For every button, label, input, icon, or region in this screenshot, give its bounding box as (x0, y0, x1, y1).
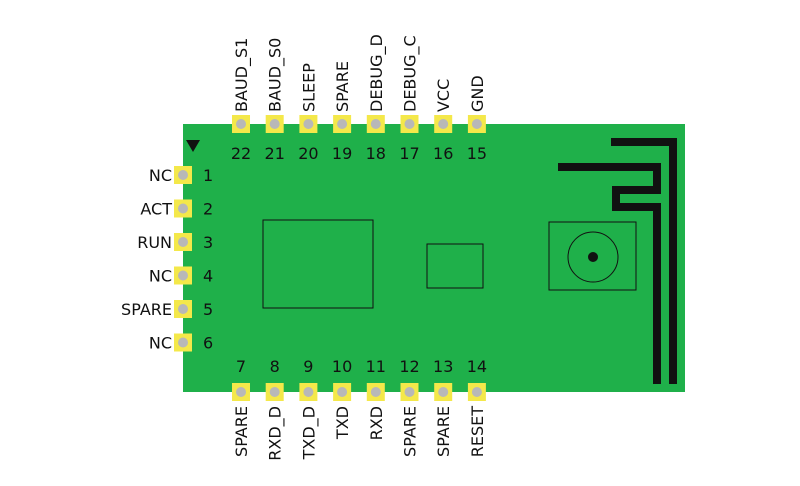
left-pin-6-via (178, 337, 188, 348)
left-pin-3-via (178, 237, 188, 247)
top-pin-label-15: GND (468, 75, 487, 112)
left-pin-4-via (178, 270, 188, 281)
bottom-pin-number-9: 9 (303, 357, 313, 376)
top-pin-number-18: 18 (366, 144, 386, 163)
top-pin-21-via (269, 119, 280, 129)
left-pin-5-via (178, 304, 188, 314)
bottom-pin-8-via (269, 387, 280, 397)
top-pin-number-15: 15 (467, 144, 487, 163)
left-pin-label-3: RUN (137, 233, 172, 252)
bottom-pin-number-11: 11 (366, 357, 386, 376)
top-pin-19-via (337, 119, 348, 129)
crystal-outline (548, 221, 637, 291)
top-pin-number-16: 16 (433, 144, 453, 163)
top-pin-16-via (438, 119, 449, 129)
top-pin-number-20: 20 (298, 144, 318, 163)
left-pin-number-3: 3 (203, 233, 213, 252)
bottom-pin-label-10: TXD (333, 406, 352, 440)
top-pin-number-17: 17 (399, 144, 419, 163)
bottom-pin-9-via (303, 387, 314, 397)
top-pin-number-22: 22 (231, 144, 251, 163)
top-pin-17-via (404, 119, 415, 129)
bottom-pin-13-via (438, 387, 449, 397)
bottom-pin-number-7: 7 (236, 357, 246, 376)
bottom-pin-label-14: RESET (468, 406, 487, 457)
bottom-pin-number-12: 12 (399, 357, 419, 376)
bottom-pin-10-via (337, 387, 348, 397)
bottom-pin-label-7: SPARE (232, 406, 251, 457)
bottom-pin-label-12: SPARE (401, 406, 420, 457)
top-pin-label-19: SPARE (333, 61, 352, 112)
bottom-pin-14-via (471, 387, 482, 397)
bottom-pin-number-10: 10 (332, 357, 352, 376)
antenna-trace (558, 138, 677, 384)
left-pin-number-1: 1 (203, 166, 213, 185)
left-pin-label-5: SPARE (121, 300, 172, 319)
top-pin-18-via (370, 119, 381, 129)
left-pin-1-via (178, 170, 188, 180)
bottom-pin-number-8: 8 (270, 357, 280, 376)
top-pin-label-16: VCC (434, 79, 453, 112)
main-chip-outline (262, 219, 374, 309)
bottom-pin-label-8: RXD_D (266, 406, 286, 461)
left-pin-number-6: 6 (203, 334, 213, 353)
bottom-pin-12-via (404, 387, 415, 397)
top-pin-label-22: BAUD_S1 (232, 38, 252, 112)
bottom-pin-number-13: 13 (433, 357, 453, 376)
top-pin-label-17: DEBUG_C (401, 35, 421, 112)
top-pin-label-18: DEBUG_D (367, 34, 387, 112)
bottom-pin-number-14: 14 (467, 357, 487, 376)
left-pin-label-4: NC (149, 267, 172, 286)
top-pin-15-via (471, 119, 482, 129)
left-pin-number-4: 4 (203, 267, 213, 286)
left-pin-2-via (178, 203, 188, 214)
left-pin-number-2: 2 (203, 200, 213, 219)
left-pin-label-6: NC (149, 334, 172, 353)
bottom-pin-label-13: SPARE (434, 406, 453, 457)
small-chip-outline (426, 243, 484, 289)
top-pin-number-19: 19 (332, 144, 352, 163)
bottom-pin-7-via (236, 387, 246, 397)
top-pin-number-21: 21 (265, 144, 285, 163)
bottom-pin-label-9: TXD_D (299, 406, 319, 460)
bottom-pin-label-11: RXD (367, 406, 386, 440)
pin1-triangle-marker (186, 140, 200, 152)
top-pin-22-via (236, 119, 246, 129)
left-pin-number-5: 5 (203, 300, 213, 319)
bottom-pin-11-via (370, 387, 381, 397)
crystal-ring (567, 231, 619, 283)
top-pin-label-20: SLEEP (299, 63, 318, 112)
top-pin-label-21: BAUD_S0 (266, 38, 286, 112)
left-pin-label-2: ACT (140, 200, 172, 219)
top-pin-20-via (303, 119, 314, 129)
crystal-dot (588, 252, 598, 262)
left-pin-label-1: NC (149, 166, 172, 185)
